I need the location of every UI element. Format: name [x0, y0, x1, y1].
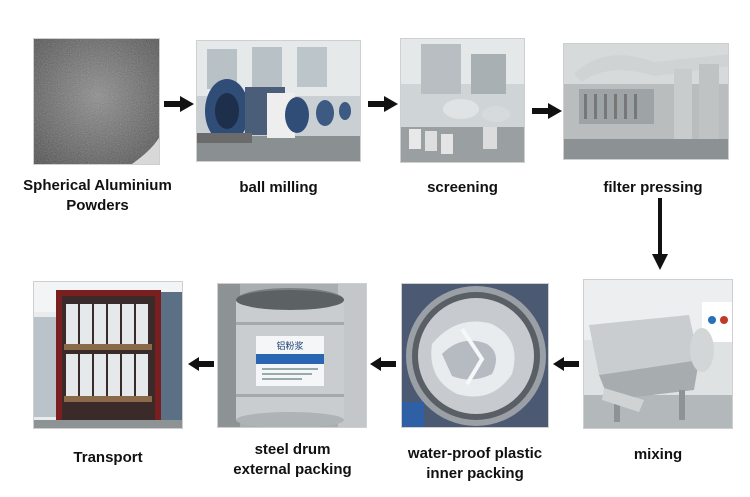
arrow-left-icon: [370, 357, 396, 371]
arrow-left-icon: [553, 357, 579, 371]
step-label-filter-pressing: filter pressing: [603, 179, 703, 196]
arrow-right-icon: [368, 96, 398, 112]
drum-label-text: 铝粉浆: [276, 340, 303, 352]
arrow-left-icon: [188, 357, 214, 371]
filter-press-photo: [563, 43, 729, 160]
steel-drum-photo: 铝粉浆: [217, 283, 367, 428]
ball-mill-photo: [196, 40, 361, 162]
step-label-steel-drum-packing: steel drum external packing: [233, 441, 352, 478]
aluminium-powder-photo: [33, 38, 160, 165]
step-label-ball-milling: ball milling: [239, 179, 318, 196]
plastic-bag-photo: [401, 283, 549, 428]
arrow-right-icon: [164, 96, 194, 112]
step-label-mixing: mixing: [633, 446, 683, 463]
screening-photo: [400, 38, 525, 163]
step-label-transport: Transport: [73, 449, 143, 466]
arrow-down-icon: [652, 198, 668, 270]
mixer-photo: [583, 279, 733, 429]
container-truck-photo: [33, 281, 183, 429]
arrow-right-icon: [532, 103, 562, 119]
step-label-screening: screening: [427, 179, 498, 196]
step-label-plastic-inner-packing: water-proof plastic inner packing: [407, 445, 543, 482]
step-label-aluminium-powder: Spherical Aluminium Powders: [23, 177, 172, 214]
